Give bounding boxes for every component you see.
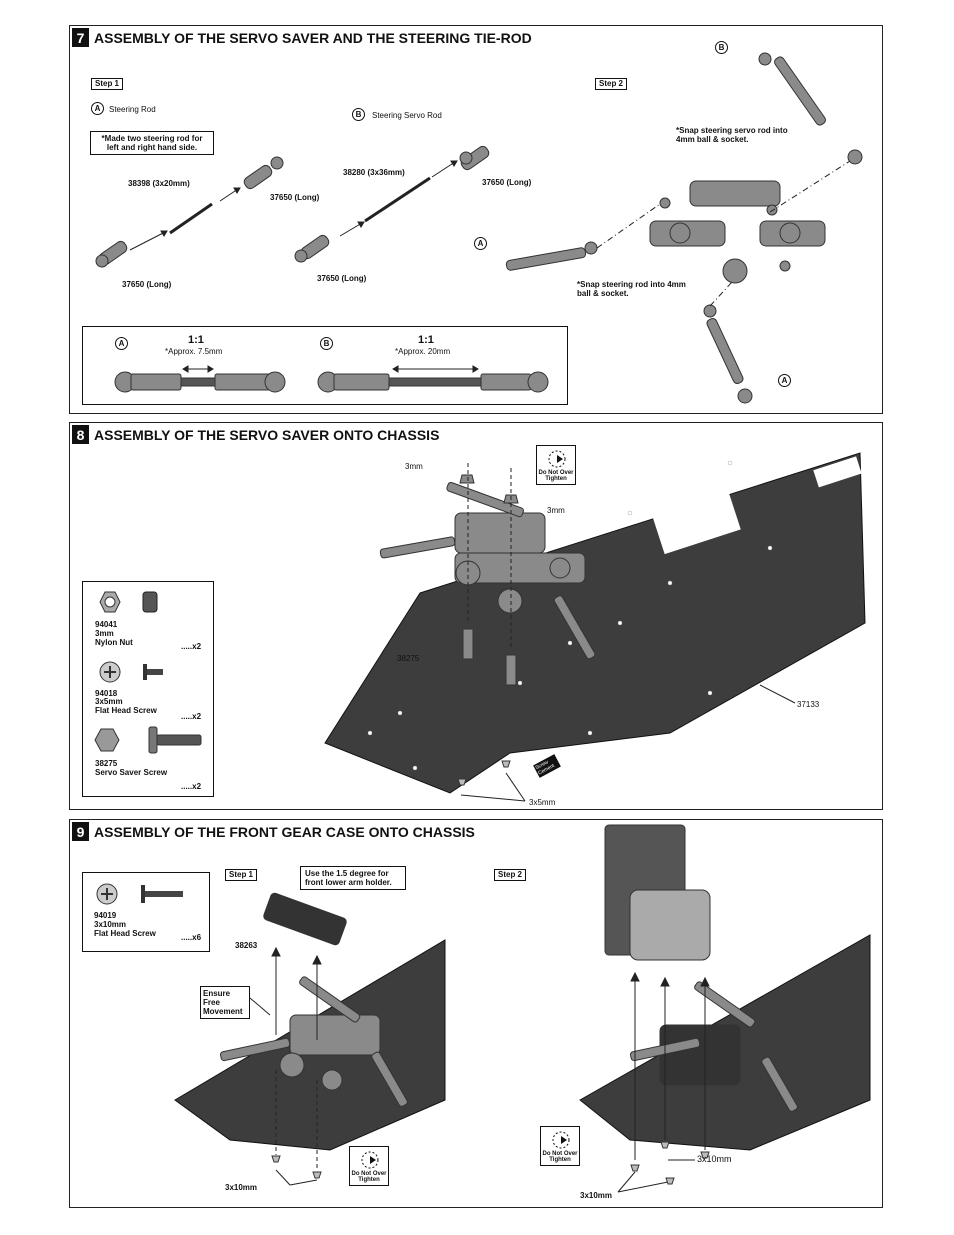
- do-not-over-tighten-text-1: Do Not Over Tighten: [538, 470, 574, 482]
- section-9-illustration: [174, 824, 871, 1193]
- part-38280-label: 38280 (3x36mm): [343, 168, 405, 177]
- tighten-rotation-icon: [548, 450, 566, 468]
- label-3mm-1: 3mm: [405, 462, 423, 471]
- part-38275-qty: .....x2: [181, 782, 202, 791]
- part-94041-code: 94041: [95, 620, 118, 629]
- part-94018-size: 3x5mm: [95, 697, 123, 706]
- scale-box: A 1:1 *Approx. 7.5mm B 1:1 *Approx. 20mm: [82, 326, 568, 405]
- part-94018-name: Flat Head Screw: [95, 706, 157, 715]
- scale-a-circle: A: [115, 337, 128, 350]
- scale-b-approx: *Approx. 20mm: [395, 347, 451, 356]
- do-not-over-tighten-text-3: Do Not Over Tighten: [542, 1151, 578, 1163]
- servo-saver-screw-icon: [94, 726, 202, 754]
- parts-list-box-9: 94019 3x10mm Flat Head Screw .....x6: [82, 872, 210, 952]
- section-8-number: 8: [72, 425, 89, 444]
- step-1-label-9: Step 1: [225, 869, 258, 881]
- scale-a-ratio: 1:1: [188, 334, 204, 346]
- flat-head-screw-icon: [99, 661, 163, 683]
- tighten-rotation-icon: [552, 1131, 570, 1149]
- label-3x10mm-step2-b: 3x10mm: [697, 1154, 732, 1164]
- part-38275-label-chassis: 38275: [397, 654, 420, 663]
- made-two-note: *Made two steering rod for left and righ…: [90, 131, 214, 155]
- part-38275-name: Servo Saver Screw: [95, 768, 168, 777]
- label-3x10mm-step2-a: 3x10mm: [580, 1191, 613, 1200]
- step-2-label-9: Step 2: [494, 869, 527, 881]
- label-b-circle: B: [352, 108, 365, 121]
- section-9-header: 9 ASSEMBLY OF THE FRONT GEAR CASE ONTO C…: [72, 822, 475, 841]
- snap-rod-note: *Snap steering rod into 4mm ball & socke…: [577, 280, 686, 298]
- part-38263-label: 38263: [235, 941, 258, 950]
- scale-b-circle: B: [320, 337, 333, 350]
- part-37650-label-3: 37650 (Long): [482, 178, 532, 187]
- section-7-title: ASSEMBLY OF THE SERVO SAVER AND THE STEE…: [94, 29, 532, 46]
- label-b-circle-step2: B: [715, 41, 728, 54]
- step-1-label: Step 1: [91, 78, 124, 90]
- section-8-illustration: [324, 452, 866, 802]
- do-not-over-tighten-box-2: Do Not Over Tighten: [349, 1146, 389, 1186]
- parts-list-box-8: 94041 3mm Nylon Nut .....x2 94018 3x5mm …: [82, 581, 214, 797]
- label-3mm-2: 3mm: [547, 506, 565, 515]
- steering-servo-rod-label: Steering Servo Rod: [372, 111, 442, 120]
- part-94019-qty: .....x6: [181, 933, 202, 942]
- label-3x10mm-step1: 3x10mm: [225, 1183, 258, 1192]
- part-37650-label-4: 37650 (Long): [317, 274, 367, 283]
- flat-head-screw-icon-9: [96, 883, 183, 905]
- section-9-number: 9: [72, 822, 89, 841]
- do-not-over-tighten-box-1: Do Not Over Tighten: [536, 445, 576, 485]
- section-9-title: ASSEMBLY OF THE FRONT GEAR CASE ONTO CHA…: [94, 823, 475, 840]
- part-37133-label: 37133: [797, 700, 820, 709]
- do-not-over-tighten-text-2: Do Not Over Tighten: [351, 1171, 387, 1183]
- part-94019-code: 94019: [94, 911, 117, 920]
- label-a-circle-step2: A: [474, 237, 487, 250]
- part-94018-code: 94018: [95, 689, 118, 698]
- part-37650-label-1: 37650 (Long): [270, 193, 320, 202]
- label-a-circle-step2-lower: A: [778, 374, 791, 387]
- snap-servo-note: *Snap steering servo rod into 4mm ball &…: [676, 126, 788, 144]
- parts-icons: [94, 591, 202, 754]
- steering-rod-label: Steering Rod: [109, 105, 156, 114]
- part-38398-label: 38398 (3x20mm): [128, 179, 190, 188]
- label-a-circle: A: [91, 102, 104, 115]
- section-8: 8 ASSEMBLY OF THE SERVO SAVER ONTO CHASS…: [69, 422, 883, 810]
- tighten-rotation-icon: [361, 1151, 379, 1169]
- degree-note: Use the 1.5 degree for front lower arm h…: [300, 866, 406, 890]
- part-94019-name: Flat Head Screw: [94, 929, 156, 938]
- part-94018-qty: .....x2: [181, 712, 202, 721]
- step-2-label: Step 2: [595, 78, 628, 90]
- part-37650-label-2: 37650 (Long): [122, 280, 172, 289]
- section-7-header: 7 ASSEMBLY OF THE SERVO SAVER AND THE ST…: [72, 28, 532, 47]
- nylon-nut-icon: [99, 591, 158, 613]
- section-9: 9 ASSEMBLY OF THE FRONT GEAR CASE ONTO C…: [69, 819, 883, 1208]
- part-94019-size: 3x10mm: [94, 920, 127, 929]
- section-7-number: 7: [72, 28, 89, 47]
- section-7: 7 ASSEMBLY OF THE SERVO SAVER AND THE ST…: [69, 25, 883, 414]
- part-94041-size: 3mm: [95, 629, 114, 638]
- scale-a-approx: *Approx. 7.5mm: [165, 347, 223, 356]
- do-not-over-tighten-box-3: Do Not Over Tighten: [540, 1126, 580, 1166]
- part-94041-name: Nylon Nut: [95, 638, 133, 647]
- section-8-header: 8 ASSEMBLY OF THE SERVO SAVER ONTO CHASS…: [72, 425, 439, 444]
- section-7-illustration: [95, 52, 863, 404]
- section-8-title: ASSEMBLY OF THE SERVO SAVER ONTO CHASSIS: [94, 426, 440, 443]
- scale-rods-illustration: [114, 365, 549, 393]
- part-38275-code: 38275: [95, 759, 118, 768]
- part-94041-qty: .....x2: [181, 642, 202, 651]
- ensure-free-movement: Ensure Free Movement: [200, 986, 250, 1019]
- scale-b-ratio: 1:1: [418, 334, 434, 346]
- label-3x5mm: 3x5mm: [529, 798, 556, 807]
